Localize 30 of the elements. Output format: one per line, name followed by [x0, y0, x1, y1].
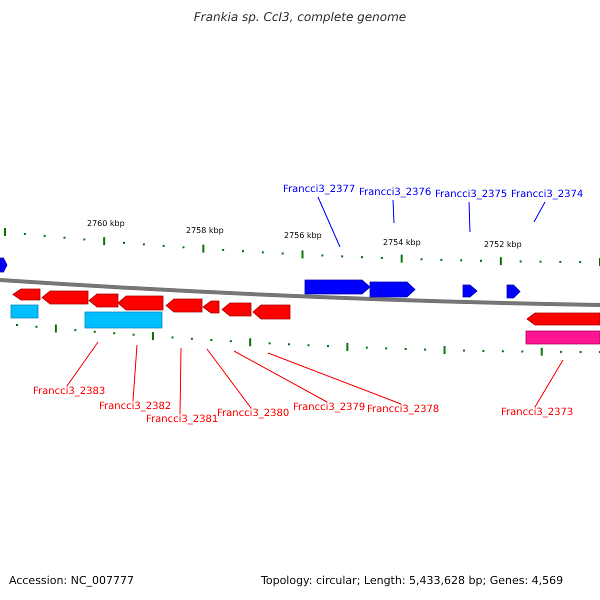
- gene-label: Francci3_2373: [501, 407, 574, 419]
- gene-label: Francci3_2374: [511, 189, 584, 201]
- leader-line: [206, 348, 252, 408]
- scale-label: 2760 kbp: [87, 218, 125, 230]
- leader-line: [468, 202, 470, 232]
- leader-line: [534, 202, 546, 222]
- leader-line: [392, 200, 394, 224]
- gene-label: Francci3_2379: [293, 402, 366, 414]
- leader-line: [534, 360, 564, 408]
- gene-label: Francci3_2381: [146, 414, 218, 426]
- scale-label: 2758 kbp: [186, 225, 224, 237]
- gene-label: Francci3_2375: [435, 189, 508, 201]
- leader-line: [268, 352, 402, 404]
- accession-text: Accession: NC_007777: [9, 575, 134, 587]
- scale-label: 2756 kbp: [284, 230, 322, 242]
- gene-label: Francci3_2380: [217, 408, 290, 420]
- leader-line: [66, 342, 98, 386]
- leader-line: [180, 348, 182, 414]
- scale-label: 2754 kbp: [383, 237, 421, 249]
- scale-label: 2752 kbp: [484, 239, 522, 251]
- leader-line: [318, 196, 340, 248]
- genome-summary-text: Topology: circular; Length: 5,433,628 bp; Genes: 4,569: [261, 575, 564, 587]
- map-title: Frankia sp. CcI3, complete genome: [192, 11, 408, 23]
- gene-label: Francci3_2376: [359, 187, 432, 199]
- gene-label: Francci3_2377: [283, 184, 356, 196]
- gene-label: Francci3_2378: [367, 404, 440, 416]
- gene-label: Francci3_2383: [33, 386, 106, 398]
- gene-label: Francci3_2382: [99, 401, 172, 413]
- leader-line: [132, 344, 138, 402]
- leader-line: [234, 350, 328, 402]
